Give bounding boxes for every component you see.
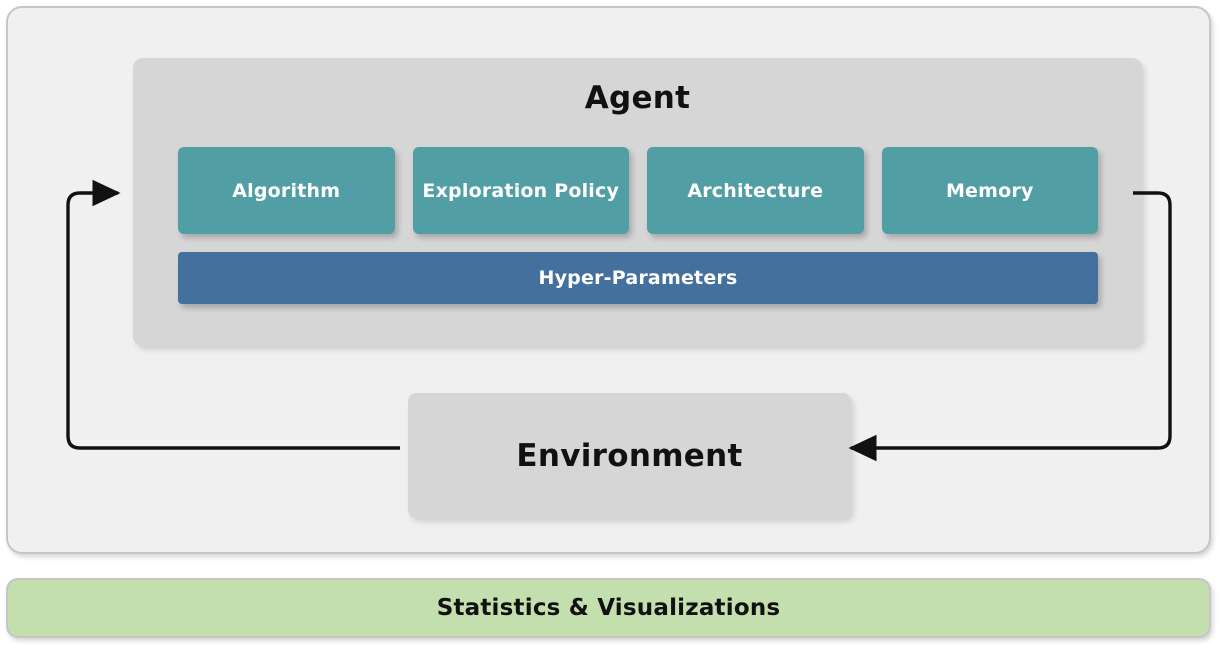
- agent-component-label: Memory: [945, 179, 1034, 202]
- environment-label: Environment: [516, 437, 743, 474]
- agent-component-memory[interactable]: Memory: [881, 147, 1098, 234]
- statistics-visualizations-label: Statistics & Visualizations: [436, 595, 781, 621]
- agent-component-label: Architecture: [687, 179, 824, 202]
- agent-component-exploration-policy[interactable]: Exploration Policy: [412, 147, 629, 234]
- agent-component-label: Exploration Policy: [422, 179, 620, 202]
- agent-container[interactable]: Agent Algorithm Exploration Policy Archi…: [133, 58, 1142, 346]
- environment-container[interactable]: Environment: [408, 393, 851, 518]
- agent-component-label: Algorithm: [232, 179, 341, 202]
- agent-title: Agent: [584, 80, 691, 116]
- rl-loop-panel: Agent Algorithm Exploration Policy Archi…: [6, 6, 1211, 554]
- agent-component-architecture[interactable]: Architecture: [647, 147, 864, 234]
- hyper-parameters-bar[interactable]: Hyper-Parameters: [178, 252, 1098, 304]
- agent-component-row: Algorithm Exploration Policy Architectur…: [178, 147, 1098, 234]
- agent-component-algorithm[interactable]: Algorithm: [178, 147, 395, 234]
- hyper-parameters-label: Hyper-Parameters: [538, 267, 738, 289]
- statistics-visualizations-bar[interactable]: Statistics & Visualizations: [6, 578, 1211, 638]
